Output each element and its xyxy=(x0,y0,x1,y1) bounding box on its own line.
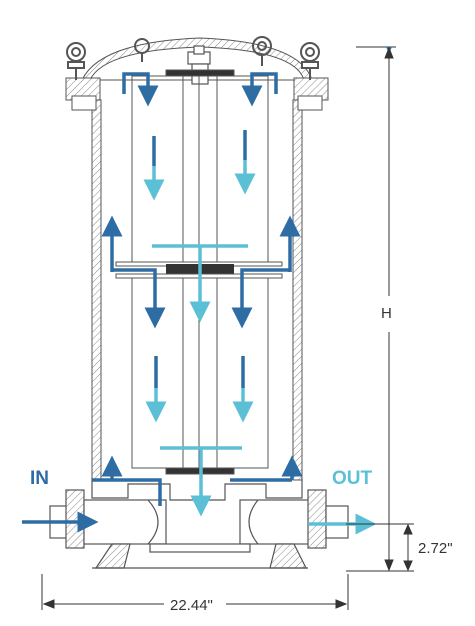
inflow-arrows xyxy=(22,72,303,533)
dimension-port-height xyxy=(346,523,414,572)
inlet-label: IN xyxy=(30,468,49,489)
lifting-eye-bolt-icon xyxy=(252,36,272,66)
flow-arrow-icon xyxy=(122,72,159,107)
lifting-eye-bolt-icon xyxy=(134,38,150,62)
housing-wall-left xyxy=(91,99,102,481)
lifting-eye-bolt-icon xyxy=(300,42,320,80)
width-dimension-label: 22.44" xyxy=(170,597,213,614)
lifting-eye-bolt-icon xyxy=(66,42,86,80)
outlet-label: OUT xyxy=(332,468,373,489)
port-height-dimension-label: 2.72" xyxy=(418,540,453,557)
flow-arrow-icon xyxy=(231,268,290,329)
flow-arrow-icon xyxy=(241,72,278,107)
base-stand xyxy=(92,543,308,569)
dimension-width xyxy=(41,574,349,610)
inlet-pipe xyxy=(49,489,167,549)
housing-wall-right xyxy=(292,99,303,481)
height-dimension-label: H xyxy=(381,305,392,322)
flow-arrow-icon xyxy=(112,268,166,329)
outlet-pipe xyxy=(239,489,349,549)
